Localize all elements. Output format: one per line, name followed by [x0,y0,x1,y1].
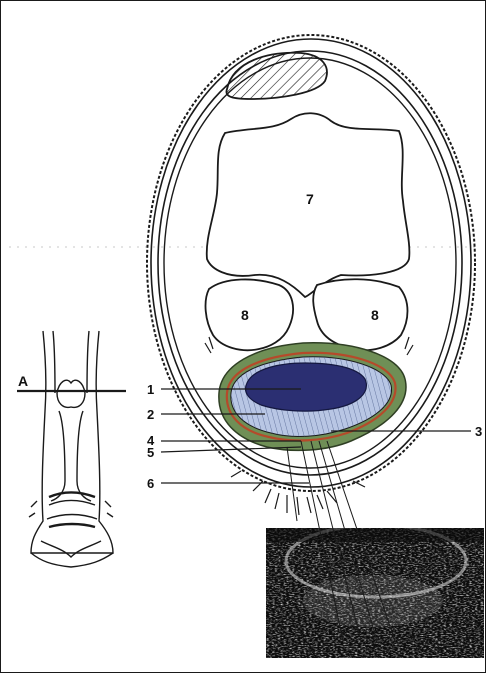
label-2: 2 [147,407,154,422]
label-8-right: 8 [371,307,379,323]
extensor-tendon [226,53,326,99]
label-3: 3 [475,424,482,439]
limb-schematic [29,331,113,567]
bone-8-left [206,279,294,350]
ultrasound-image [266,525,484,658]
label-7: 7 [306,191,314,207]
label-6: 6 [147,476,154,491]
label-8-left: 8 [241,307,249,323]
section-label-a: A [18,373,28,389]
label-1: 1 [147,382,154,397]
bone-8-right [313,279,407,350]
label-5: 5 [147,445,154,460]
deep-flexor-tendon [246,363,367,411]
